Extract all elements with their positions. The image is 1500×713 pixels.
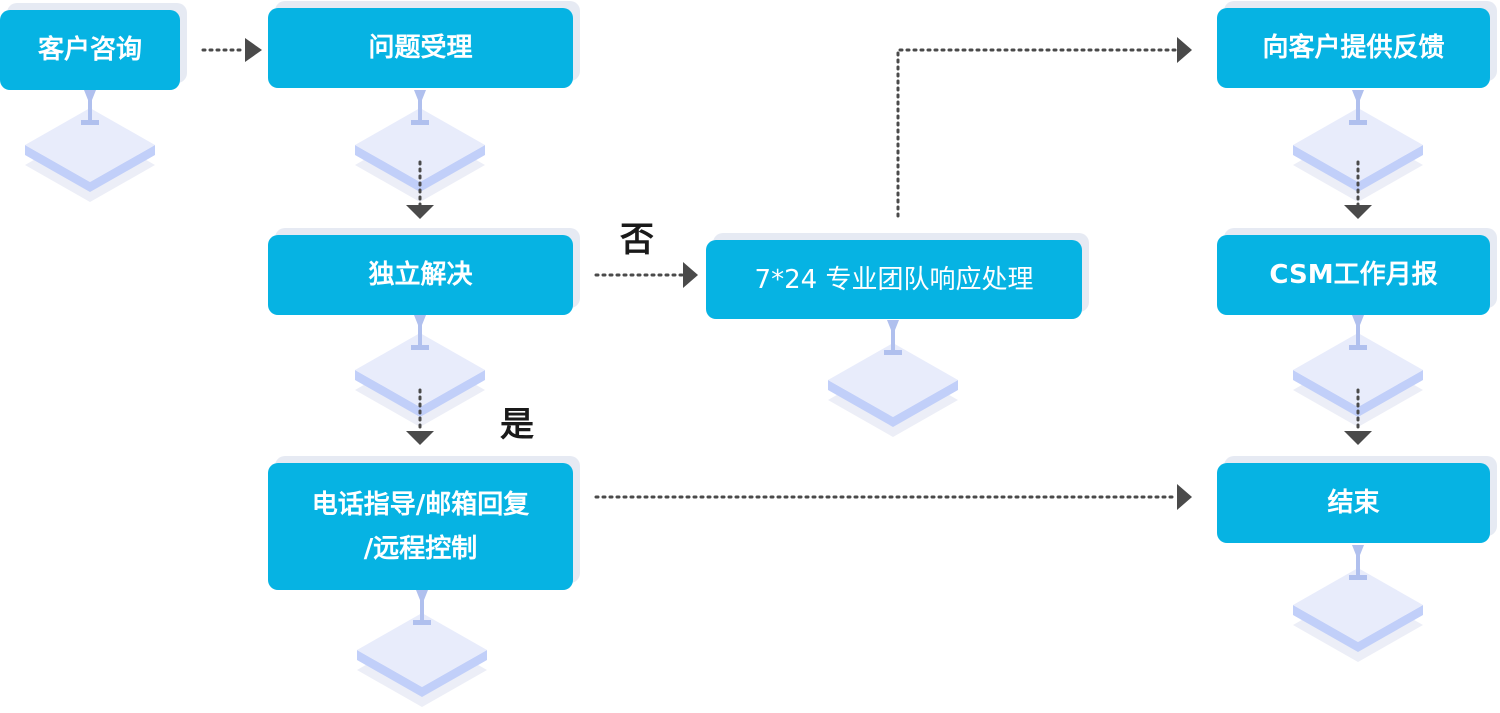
node-label-line-2: /远程控制 (363, 533, 478, 564)
branch-label-yes: 是 (500, 405, 534, 445)
node-csm-monthly-report: CSM工作月报 (1217, 235, 1490, 315)
node-customer-feedback: 向客户提供反馈 (1217, 8, 1490, 88)
node-end: 结束 (1217, 463, 1490, 543)
node-label: CSM工作月报 (1269, 260, 1438, 290)
node-customer-consult: 客户咨询 (0, 10, 180, 90)
node-label: 客户咨询 (37, 35, 142, 65)
arrowhead-team (683, 262, 698, 288)
node-label: 问题受理 (368, 33, 473, 63)
node-independent-solve: 独立解决 (268, 235, 573, 315)
arrowhead-end (1344, 431, 1372, 445)
node-label-line-1: 电话指导/邮箱回复 (311, 489, 530, 520)
node-problem-acceptance: 问题受理 (268, 8, 573, 88)
arrowhead-report (1344, 205, 1372, 219)
arrowhead-feedback (1177, 37, 1192, 63)
pedestal-remote (357, 590, 487, 707)
arrowhead-end-left (1177, 484, 1192, 510)
arrowhead-remote (406, 431, 434, 445)
node-label: 结束 (1327, 488, 1380, 518)
branch-label-no: 否 (620, 220, 654, 260)
pedestal-end (1293, 545, 1423, 662)
node-label: 7*24 专业团队响应处理 (754, 264, 1034, 295)
node-team-response: 7*24 专业团队响应处理 (706, 240, 1082, 319)
arrow-team-feedback (896, 48, 1179, 218)
pedestal-consult (25, 90, 155, 202)
node-label: 独立解决 (368, 260, 473, 290)
node-label: 向客户提供反馈 (1262, 33, 1445, 63)
node-remote-support: 电话指导/邮箱回复 /远程控制 (268, 463, 573, 590)
pedestal-team (828, 320, 958, 437)
arrowhead-solve (406, 205, 434, 219)
arrowhead-accept (245, 38, 262, 62)
